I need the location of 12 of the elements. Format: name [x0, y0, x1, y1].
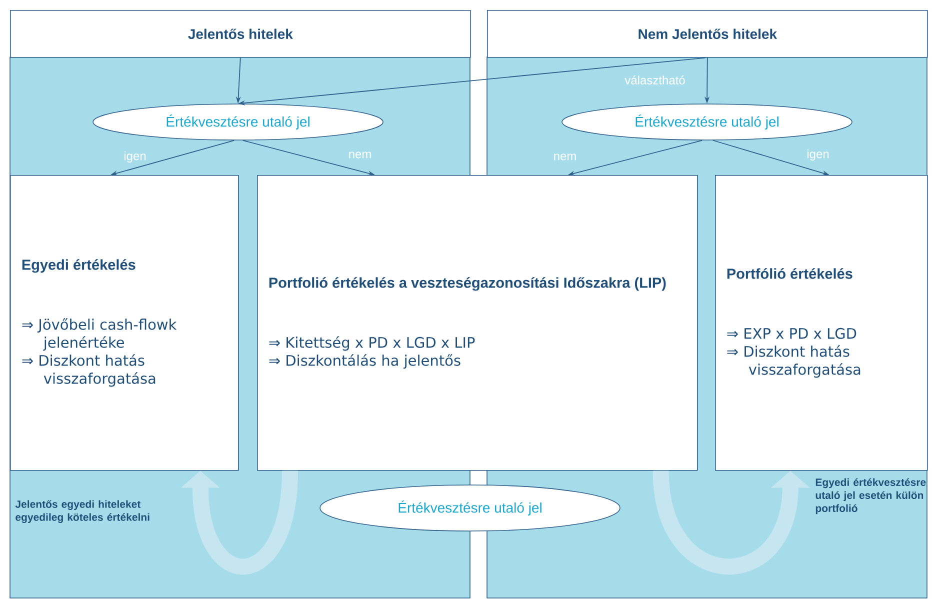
arrow [180, 470, 298, 574]
edge-label: nem [349, 152, 371, 158]
evaluation-box: Egyedi értékelés ⇒ Jövőbeli cash-flowk jelenértéke ⇒ Diszkont hatás visszaforgatása [10, 175, 239, 471]
note-text: Jelentős egyedi hiteleket egyedileg köteles értékelni [15, 500, 150, 524]
header-box: Jelentős hitelek [10, 10, 471, 58]
edge-label: igen [124, 151, 146, 163]
edge-label: nem [554, 154, 576, 160]
edge-label: választható [624, 76, 685, 84]
evaluation-box: Portfólió értékelés ⇒ EXP x PD x LGD ⇒ Diszkont hatás visszaforgatása [715, 175, 928, 471]
edge-label: igen [807, 149, 829, 161]
evaluation-box: Portfolió értékelés a veszteségazonosítási Időszakra (LIP) ⇒ Kitettség x PD x LGD x LIP ⇒ Diszkontálás ha jelentős [257, 175, 698, 471]
header-box: Nem Jelentős hitelek [487, 10, 928, 58]
